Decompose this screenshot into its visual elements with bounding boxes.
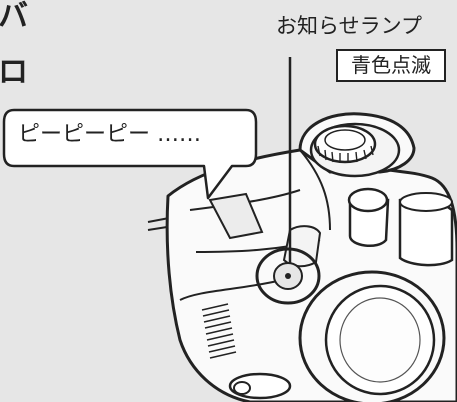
lamp-label: お知らせランプ	[276, 14, 422, 38]
edge-text-2: ロ	[0, 55, 28, 90]
lamp-indicator	[255, 247, 321, 305]
beep-sound-text: ピーピーピー ‥‥‥	[18, 122, 202, 147]
lamp-color-label: 青色点滅	[336, 49, 446, 82]
speech-bubble	[2, 108, 258, 200]
edge-text-1: バ	[0, 0, 28, 34]
vacuum-body	[165, 112, 457, 402]
